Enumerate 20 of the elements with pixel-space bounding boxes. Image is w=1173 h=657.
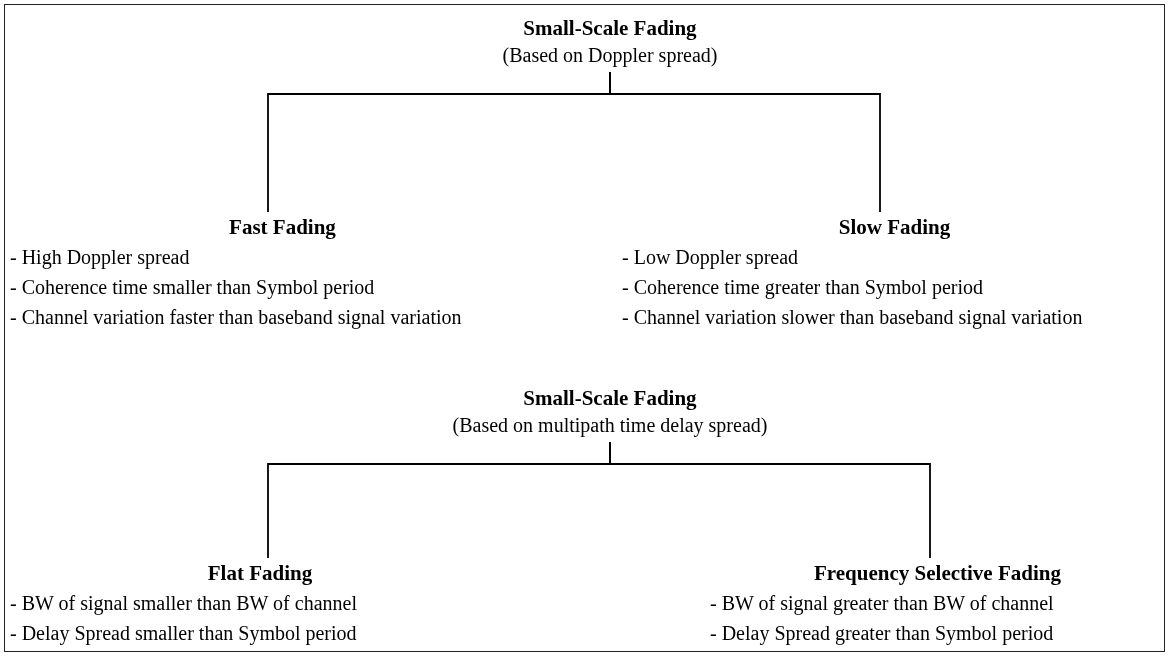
bullet-text: - High Doppler spread — [10, 245, 191, 271]
subheading: (Based on Doppler spread) — [501, 43, 719, 69]
heading: Small-Scale Fading — [522, 15, 698, 42]
heading: Frequency Selective Fading — [813, 560, 1062, 587]
heading: Fast Fading — [228, 214, 337, 241]
heading: Small-Scale Fading — [522, 385, 698, 412]
bullet-text: - Coherence time smaller than Symbol period — [10, 275, 376, 301]
bullet-text: - Coherence time greater than Symbol period — [622, 275, 984, 301]
bullet-text: - Channel variation slower than baseband signal variation — [622, 305, 1084, 331]
subheading: (Based on multipath time delay spread) — [451, 413, 769, 439]
tree-connector — [609, 441, 931, 559]
bullet-text: - Channel variation faster than baseband signal variation — [10, 305, 463, 331]
bullet-text: - BW of signal greater than BW of channel — [710, 591, 1055, 617]
bullet-text: - Low Doppler spread — [622, 245, 800, 271]
heading: Slow Fading — [837, 214, 952, 241]
tree-connector — [609, 71, 881, 213]
heading: Flat Fading — [206, 560, 314, 587]
bullet-text: - Delay Spread smaller than Symbol period — [10, 621, 358, 647]
bullet-text: - Delay Spread greater than Symbol period — [710, 621, 1055, 647]
bullet-text: - BW of signal smaller than BW of channel — [10, 591, 358, 617]
